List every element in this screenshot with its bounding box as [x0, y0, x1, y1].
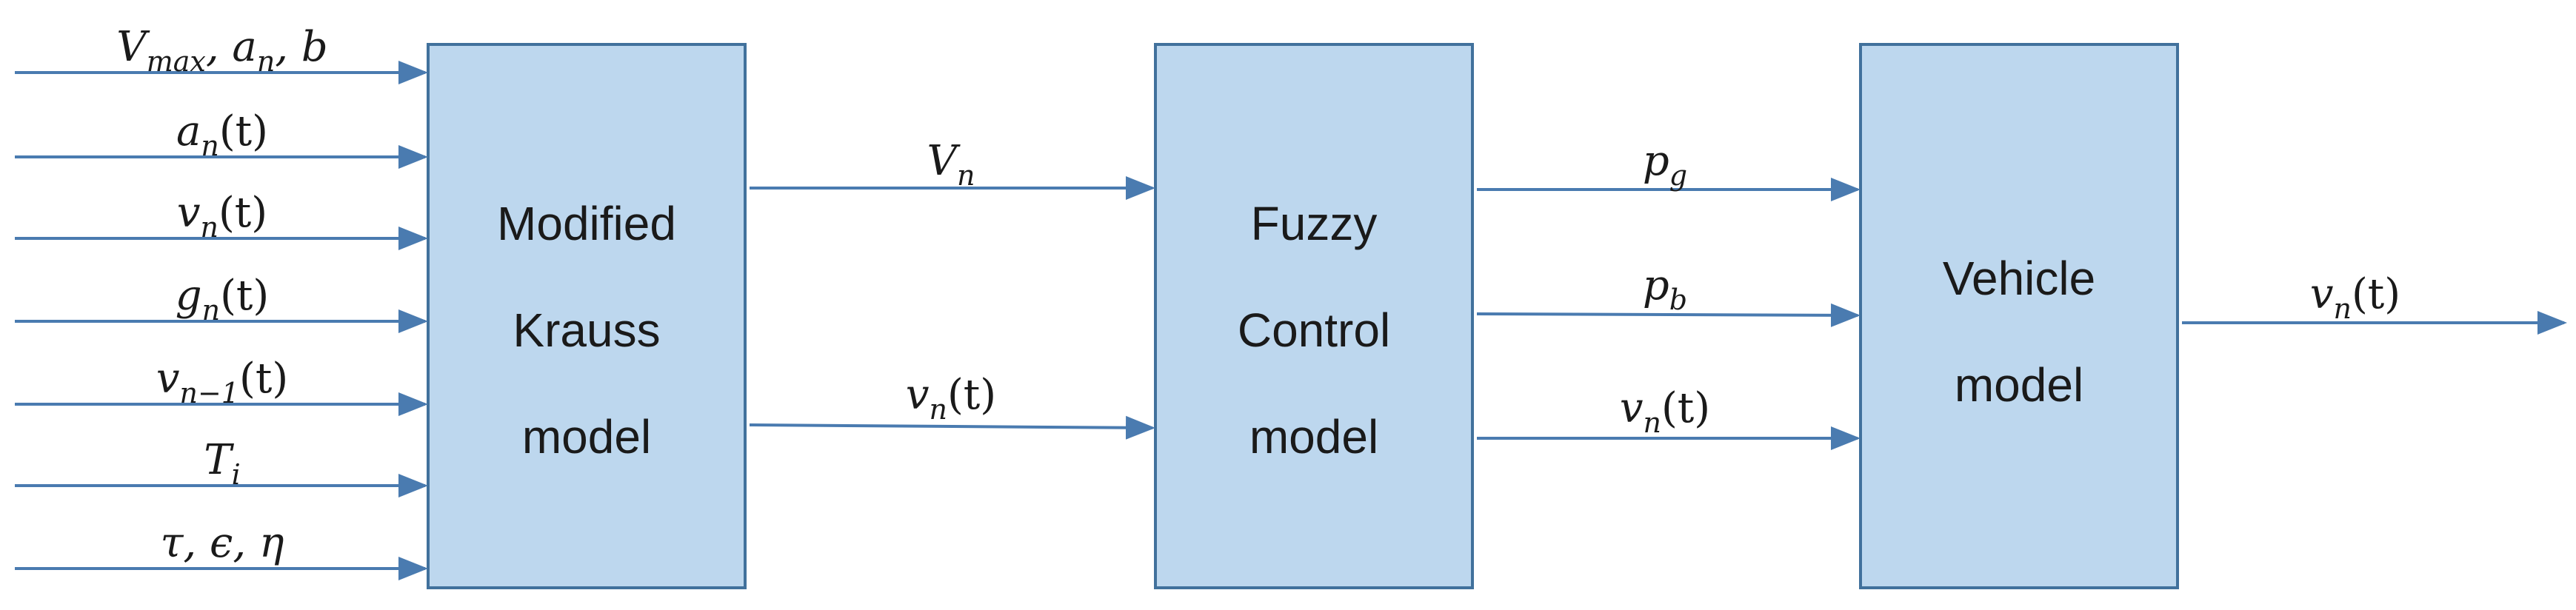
krauss-line3: model — [522, 410, 651, 463]
input-arrows — [15, 61, 428, 580]
output-label-vn-t: vn(t) — [2310, 270, 2400, 325]
input-label-vmax-an-b: Vmax, an, b — [116, 23, 328, 78]
vehicle-line1: Vehicle — [1943, 252, 2095, 305]
fuzzy-control-model-block: Fuzzy Control model — [1154, 43, 1474, 589]
input-label-gn-t: gn(t) — [176, 272, 270, 326]
fuzzy-line1: Fuzzy — [1251, 197, 1378, 250]
link-label-vn-t-krauss: vn(t) — [906, 371, 996, 426]
link-label-pg: pg — [1643, 137, 1687, 192]
krauss-line2: Krauss — [513, 304, 660, 357]
input-label-vn-minus-1-t: vn−1(t) — [156, 355, 288, 409]
link-label-pb: pb — [1643, 261, 1687, 316]
fuzzy-line2: Control — [1238, 304, 1390, 357]
link-fuzzy-vehicle-2 — [1476, 303, 1861, 327]
input-label-tau-eps-eta: τ, ϵ, η — [160, 519, 284, 567]
input-label-ti: Ti — [204, 436, 241, 491]
input-label-vn-t: vn(t) — [177, 189, 267, 244]
vehicle-line2: model — [1955, 358, 2083, 412]
modified-krauss-model-block: Modified Krauss model — [427, 43, 747, 589]
link-label-vn-t-fuzzy: vn(t) — [1620, 384, 1710, 439]
krauss-line1: Modified — [497, 197, 676, 250]
fuzzy-line3: model — [1249, 410, 1378, 463]
link-label-Vn: Vn — [927, 137, 975, 192]
vehicle-model-block: Vehicle model — [1859, 43, 2179, 589]
link-krauss-fuzzy-bottom — [749, 415, 1155, 440]
input-label-an-t: an(t) — [176, 107, 268, 162]
